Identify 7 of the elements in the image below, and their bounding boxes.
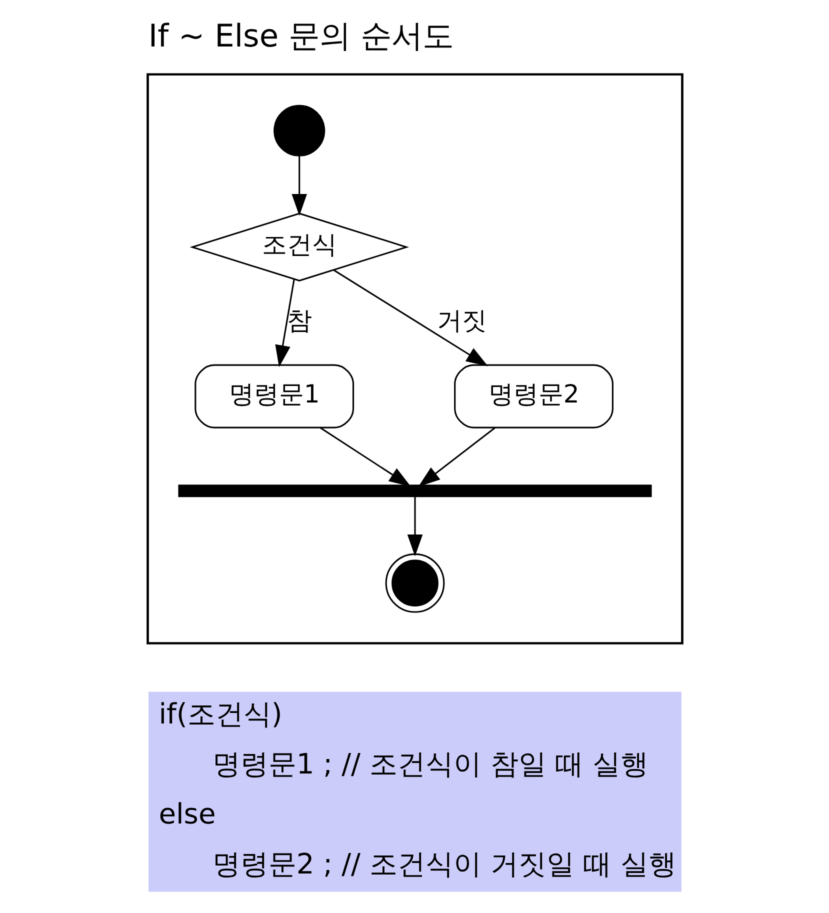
label: else (158, 798, 216, 831)
label: if(조건식) (158, 698, 282, 731)
label: 명령문2 ; // 조건식이 거짓일 때 실행 (212, 848, 676, 881)
edge-label: 거짓 (436, 306, 486, 335)
edge-label: 참 (286, 306, 312, 335)
label: 명령문1 ; // 조건식이 참일 때 실행 (212, 748, 648, 781)
diagram-title: If ~ Else 문의 순서도 (148, 18, 453, 54)
